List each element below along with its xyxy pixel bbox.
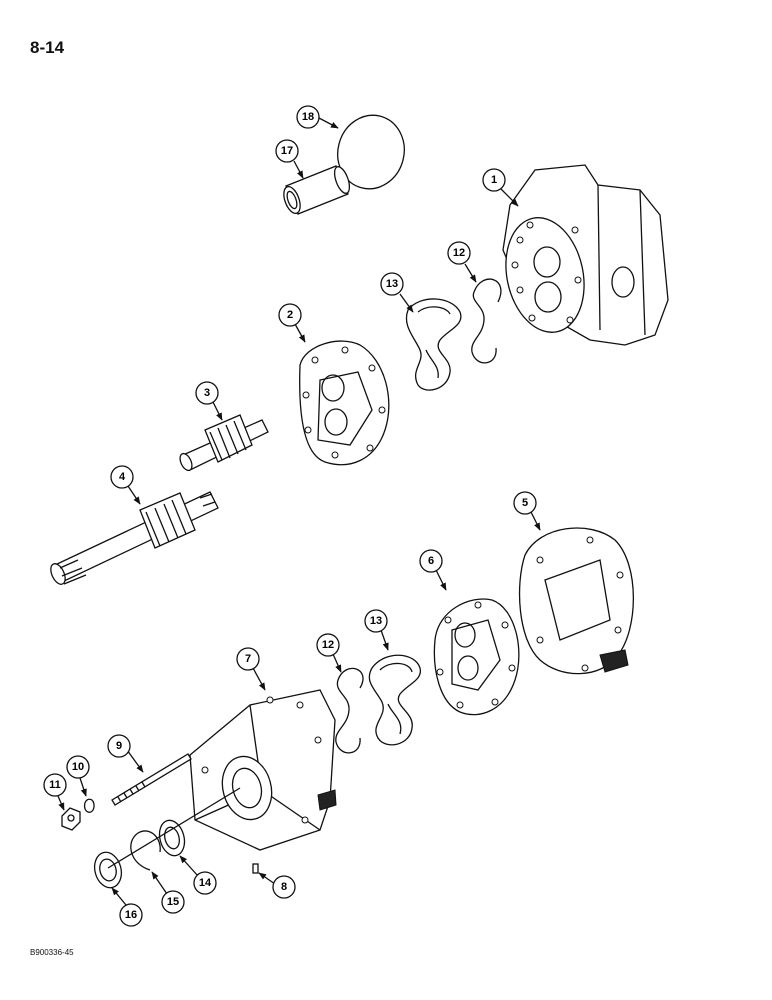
part-12-seal-bottom	[335, 667, 364, 754]
callout-9-label: 9	[116, 740, 122, 752]
callout-7: 7	[236, 647, 260, 671]
part-13-gasket-top	[405, 298, 462, 391]
callout-8: 8	[272, 875, 296, 899]
callout-1: 1	[482, 168, 506, 192]
part-17-bearing	[283, 165, 351, 215]
part-8-dowel-pin	[252, 863, 259, 874]
part-10-lock-washer	[83, 798, 95, 813]
callout-3-label: 3	[204, 387, 210, 399]
callout-15: 15	[161, 890, 185, 914]
callout-18: 18	[296, 105, 320, 129]
part-3-idler-gear	[179, 414, 269, 472]
callout-12-top: 12	[447, 241, 471, 265]
callout-7-label: 7	[245, 653, 251, 665]
part-14-seal	[158, 819, 186, 857]
callout-17: 17	[275, 139, 299, 163]
callout-8-label: 8	[281, 881, 287, 893]
part-18-o-ring	[337, 114, 405, 190]
callout-13-bottom-label: 13	[370, 615, 382, 627]
leader-lines	[57, 117, 541, 906]
page-number: 8-14	[30, 38, 65, 57]
callout-14: 14	[193, 871, 217, 895]
part-2-wear-plate	[299, 340, 390, 466]
callout-14-label: 14	[199, 877, 212, 889]
part-16-shaft-seal	[93, 851, 123, 889]
part-13-gasket-bottom	[368, 654, 421, 746]
callout-6-label: 6	[428, 555, 434, 567]
part-11-nut	[61, 807, 81, 831]
callout-2: 2	[278, 303, 302, 327]
callout-13-bottom: 13	[364, 609, 388, 633]
part-4-drive-shaft	[50, 491, 219, 585]
callout-11-label: 11	[49, 779, 61, 791]
part-1-pump-body	[502, 164, 669, 346]
callout-17-label: 17	[281, 145, 293, 157]
part-9-stud	[111, 753, 192, 806]
callout-16-label: 16	[125, 909, 137, 921]
callout-10: 10	[66, 755, 90, 779]
callout-2-label: 2	[287, 309, 293, 321]
callout-4-label: 4	[119, 471, 126, 483]
part-6-wear-plate	[433, 598, 520, 716]
callout-6: 6	[419, 549, 443, 573]
part-12-seal-top	[471, 278, 502, 364]
callout-13-top: 13	[380, 272, 404, 296]
callout-1-label: 1	[491, 174, 497, 186]
callout-18-label: 18	[302, 111, 314, 123]
callout-15-label: 15	[167, 896, 179, 908]
document-code: B900336-45	[30, 948, 74, 957]
callout-5: 5	[513, 491, 537, 515]
callout-16: 16	[119, 903, 143, 927]
callout-12-bottom: 12	[316, 633, 340, 657]
callout-5-label: 5	[522, 497, 528, 509]
part-5-bearing-housing	[518, 527, 635, 675]
callout-12-bottom-label: 12	[322, 639, 334, 651]
callout-10-label: 10	[72, 761, 84, 773]
callout-9: 9	[107, 734, 131, 758]
callout-3: 3	[195, 381, 219, 405]
callout-4: 4	[110, 465, 134, 489]
callout-13-top-label: 13	[386, 278, 398, 290]
part-15-snap-ring	[130, 830, 161, 871]
callout-11: 11	[43, 773, 67, 797]
callout-12-top-label: 12	[453, 247, 465, 259]
part-7-flange-housing	[189, 689, 337, 851]
